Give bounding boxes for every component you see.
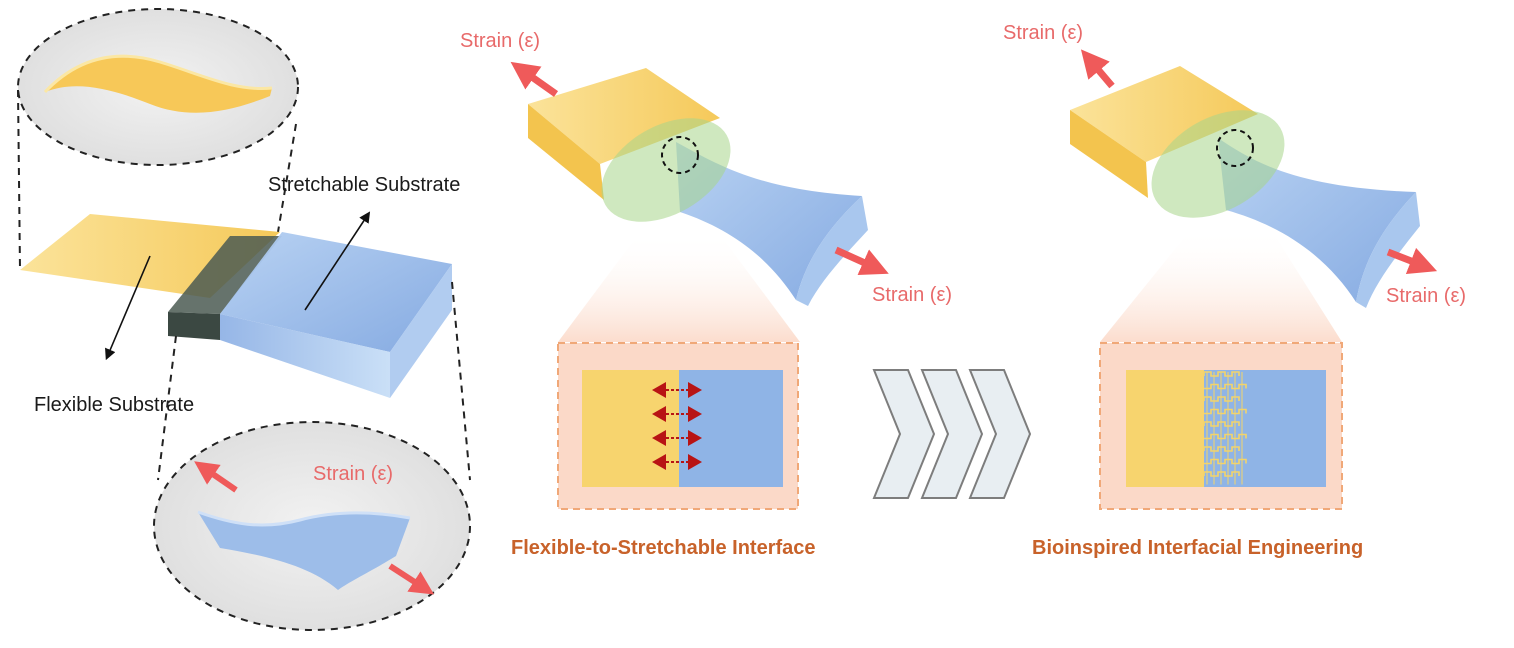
zoom-cone	[558, 232, 800, 342]
flexible-sheet-shape	[45, 56, 272, 113]
inset-stretchable-region	[1204, 370, 1326, 487]
flexible-to-stretchable-inset	[557, 342, 799, 510]
interface-highlight-ellipse	[1151, 110, 1285, 218]
chevron-icon	[872, 369, 936, 499]
caption-bioinspired: Bioinspired Interfacial Engineering	[1032, 537, 1363, 559]
connector-line	[277, 123, 297, 233]
interface-block-top	[168, 236, 282, 314]
interlocking-mesh	[1203, 371, 1247, 485]
flexible-substrate-label: Flexible Substrate	[34, 394, 194, 416]
strain-label-left-callout: Strain (ε)	[313, 463, 393, 485]
connector-line	[17, 89, 21, 271]
chevron-icon	[920, 369, 984, 499]
interface-stress-arrows	[652, 382, 702, 470]
strain-arrow	[1386, 247, 1438, 274]
strain-label-middle-bottom: Strain (ε)	[872, 284, 952, 306]
strain-label-middle-top: Strain (ε)	[460, 30, 540, 52]
strain-arrow	[388, 563, 435, 595]
interface-highlight-ellipse	[601, 118, 731, 222]
strain-arrow	[194, 461, 238, 493]
stretchable-substrate-label: Stretchable Substrate	[268, 174, 460, 196]
stretchable-substrate-shape	[220, 232, 452, 352]
bioinspired-inset	[1099, 342, 1343, 510]
top-callout-bubble	[17, 8, 299, 166]
strain-arrow	[834, 246, 889, 276]
zoom-cone	[1100, 228, 1342, 342]
stretched-substrate-shape	[198, 512, 410, 590]
flexible-pointer-arrow	[105, 255, 151, 361]
progression-chevrons	[872, 369, 1032, 499]
mesh-row	[1204, 408, 1247, 415]
mesh-row	[1204, 433, 1247, 440]
bottom-callout-bubble	[153, 421, 471, 631]
mesh-row	[1204, 383, 1247, 390]
interface-block-side	[168, 312, 220, 340]
right-3d-joint	[1070, 49, 1438, 342]
connector-line	[157, 335, 177, 481]
connector-line	[451, 281, 471, 481]
zoom-circle	[1216, 129, 1254, 167]
strain-arrow	[510, 61, 559, 97]
chevron-icon	[968, 369, 1032, 499]
strain-label-right-bottom: Strain (ε)	[1386, 285, 1466, 307]
strain-label-right-top: Strain (ε)	[1003, 22, 1083, 44]
inset-flexible-region	[1126, 370, 1204, 487]
stretchable-pointer-arrow	[304, 211, 371, 311]
middle-3d-joint	[510, 61, 889, 342]
mesh-row	[1204, 458, 1247, 465]
zoom-circle	[661, 136, 699, 174]
composite-substrate	[20, 214, 452, 398]
strain-arrow	[1080, 49, 1115, 89]
caption-flexible-to-stretchable: Flexible-to-Stretchable Interface	[511, 537, 816, 559]
